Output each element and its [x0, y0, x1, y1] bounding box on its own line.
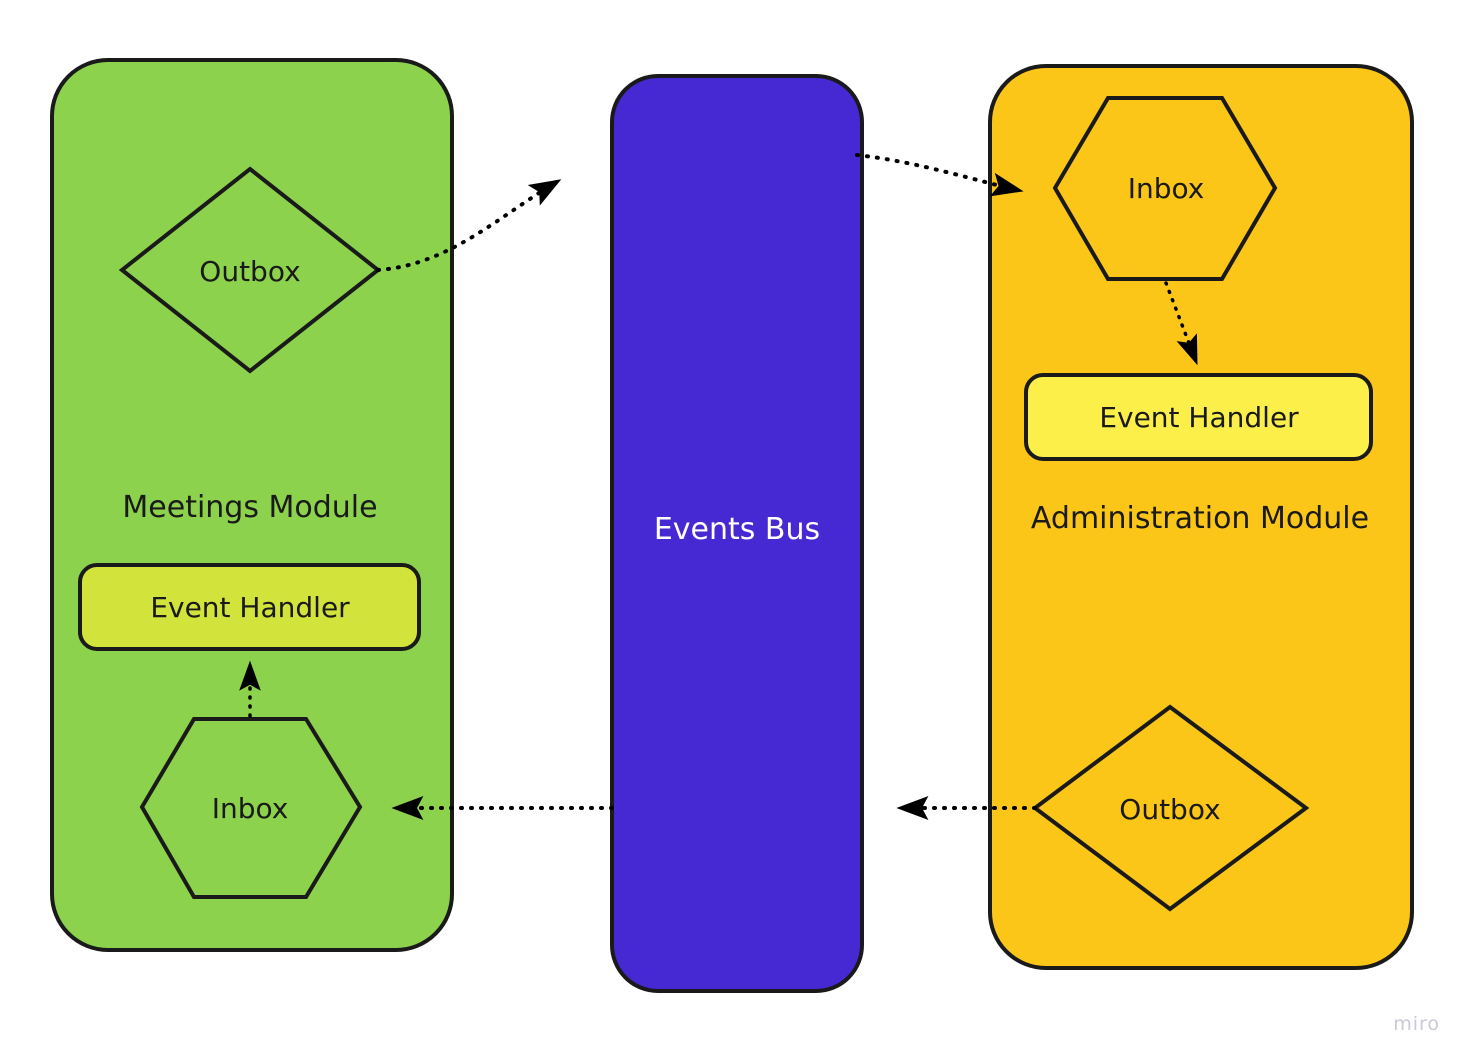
node-admin-outbox[interactable]: Outbox [1031, 704, 1310, 912]
node-admin-outbox-label: Outbox [1119, 793, 1220, 826]
module-administration[interactable]: Inbox Event Handler Administration Modul… [988, 64, 1414, 970]
connection-bus-to-admin-inbox [855, 153, 1024, 197]
module-events-bus[interactable]: Events Bus [610, 74, 864, 993]
miro-watermark: miro [1393, 1013, 1440, 1035]
module-events-bus-title: Events Bus [654, 512, 820, 547]
node-admin-event-handler-label: Event Handler [1099, 401, 1299, 434]
connection-meetings-outbox-to-bus [376, 178, 562, 272]
rounded-rect-shape-icon [78, 563, 421, 651]
node-meetings-inbox-label: Inbox [212, 792, 289, 825]
node-admin-inbox[interactable]: Inbox [1052, 96, 1278, 281]
rounded-rect-shape-icon [1024, 373, 1373, 461]
hexagon-shape-icon [139, 717, 363, 899]
diamond-shape-icon [1031, 704, 1310, 912]
node-meetings-event-handler-label: Event Handler [150, 591, 350, 624]
module-events-bus-background[interactable] [610, 74, 864, 993]
node-meetings-outbox[interactable]: Outbox [118, 166, 382, 374]
node-admin-event-handler[interactable]: Event Handler [1024, 373, 1373, 461]
node-meetings-event-handler[interactable]: Event Handler [78, 563, 421, 651]
node-meetings-inbox[interactable]: Inbox [139, 717, 363, 899]
module-administration-background[interactable] [988, 64, 1414, 970]
hexagon-shape-icon [1052, 96, 1278, 281]
diamond-shape-icon [118, 166, 382, 374]
module-meetings-title: Meetings Module [122, 490, 377, 525]
node-admin-inbox-label: Inbox [1128, 172, 1205, 205]
module-meetings[interactable]: Outbox Meetings Module Event Handler Inb… [50, 58, 454, 952]
module-administration-title: Administration Module [1031, 501, 1369, 536]
node-meetings-outbox-label: Outbox [199, 255, 300, 288]
connection-admin-inbox-to-handler [1164, 281, 1199, 366]
